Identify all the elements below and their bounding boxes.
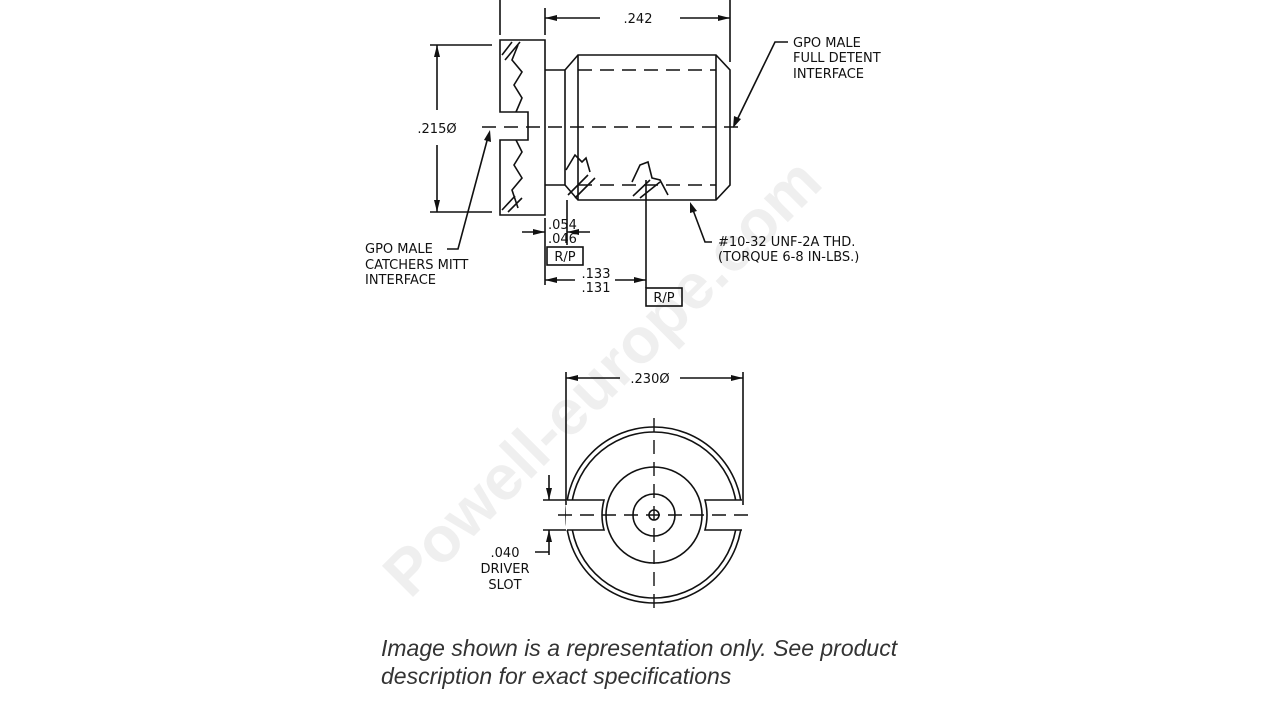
dim-flange-lower: .046 bbox=[548, 232, 577, 247]
flange-hatch bbox=[501, 41, 523, 213]
callout-catchers-line3: INTERFACE bbox=[365, 273, 436, 288]
dim-length: .242 bbox=[624, 12, 653, 27]
flange-outline bbox=[499, 39, 546, 216]
slot-callout-line1: .040 bbox=[491, 546, 520, 561]
callout-catchers-line2: CATCHERS MITT bbox=[365, 258, 468, 273]
end-view: .230Ø .040 DRIVER SLOT bbox=[480, 372, 752, 612]
caption-line1: Image shown is a representation only. Se… bbox=[381, 635, 898, 661]
callout-catchers-line1: GPO MALE bbox=[365, 242, 433, 257]
watermark: Powell-europe.com bbox=[369, 144, 835, 610]
slot-callout-line2: DRIVER bbox=[480, 562, 529, 577]
rp-box-2: R/P bbox=[653, 291, 674, 306]
thread-root-lines bbox=[578, 69, 716, 186]
caption-line2: description for exact specifications bbox=[381, 663, 732, 689]
dim-thread-upper: .133 bbox=[582, 267, 611, 282]
slot-callout-line3: SLOT bbox=[488, 578, 521, 593]
dim-thread-lower: .131 bbox=[582, 281, 611, 296]
thread-callout-line2: (TORQUE 6-8 IN-LBS.) bbox=[718, 250, 859, 265]
end-centerlines bbox=[558, 418, 752, 612]
thread-breakout bbox=[565, 153, 669, 199]
dim-flange-upper: .054 bbox=[548, 218, 577, 233]
thread-callout-line1: #10-32 UNF-2A THD. bbox=[718, 235, 855, 250]
side-view: .242 .215Ø GPO MALE FULL DETENT INTERFAC… bbox=[365, 0, 881, 307]
neck-lines bbox=[545, 69, 565, 186]
callout-full-detent-line2: FULL DETENT bbox=[793, 51, 881, 66]
callout-full-detent-line3: INTERFACE bbox=[793, 67, 864, 82]
disclaimer-caption: Image shown is a representation only. Se… bbox=[381, 634, 941, 690]
flange-serration bbox=[511, 44, 523, 209]
callout-full-detent-line1: GPO MALE bbox=[793, 36, 861, 51]
dim-diameter: .215Ø bbox=[417, 122, 456, 137]
dim-end-diameter: .230Ø bbox=[630, 372, 669, 387]
rp-box-1: R/P bbox=[554, 250, 575, 265]
